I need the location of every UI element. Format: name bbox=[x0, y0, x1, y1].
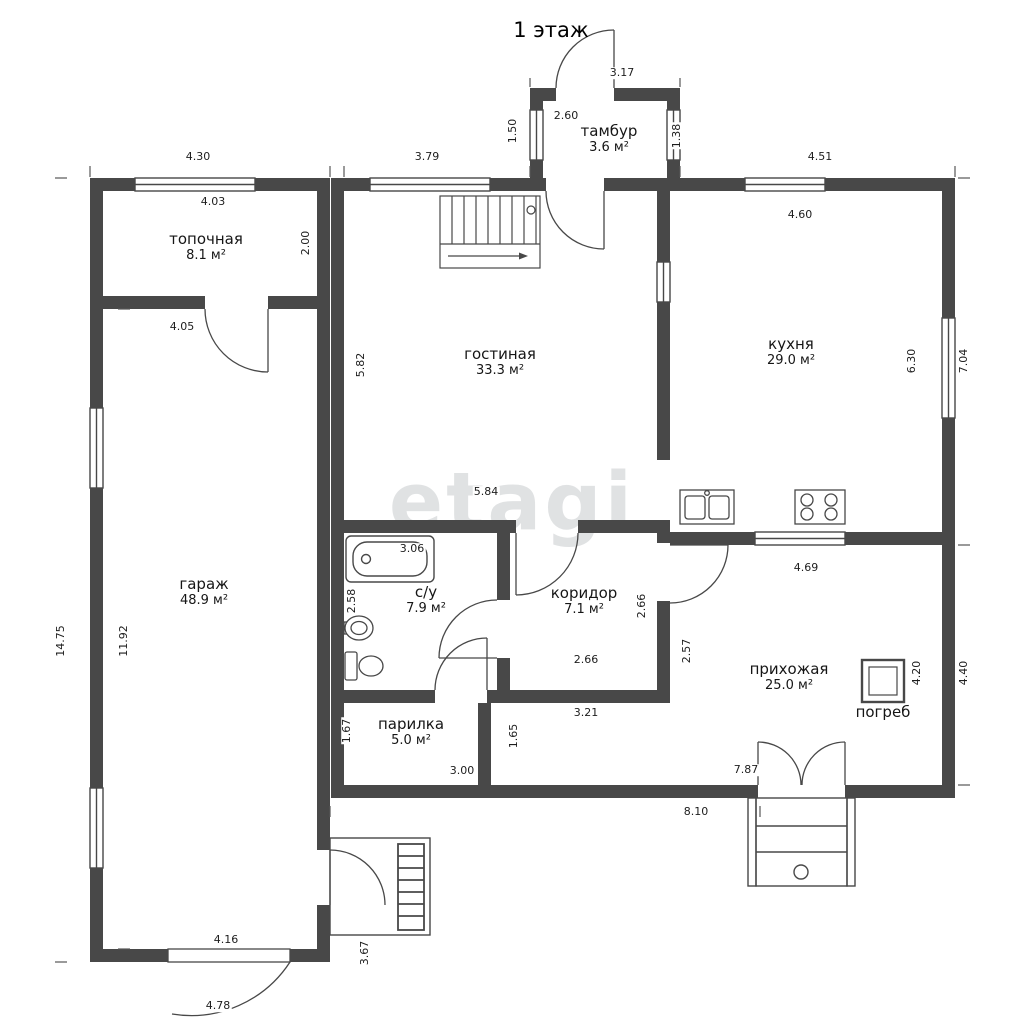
room-area: 5.0 м² bbox=[391, 733, 431, 749]
dim-gostinaya-left: 5.82 bbox=[354, 351, 368, 379]
room-area: 7.1 м² bbox=[564, 602, 604, 618]
room-name: коридор bbox=[550, 584, 618, 603]
dim-garage-left: 11.92 bbox=[117, 624, 131, 658]
kitchen-sink-icon bbox=[679, 489, 735, 525]
dim-garage-right-bottom: 3.67 bbox=[358, 939, 372, 967]
dim-gostinaya-bottom: 5.84 bbox=[472, 485, 500, 499]
room-name: с/у bbox=[414, 583, 438, 602]
stairs bbox=[439, 195, 541, 269]
room-label-garazh: гараж 48.9 м² bbox=[179, 575, 228, 609]
dim-tambur-top: 3.17 bbox=[608, 66, 636, 80]
dim-garage-door: 4.78 bbox=[204, 999, 232, 1013]
dim-garage-bottom: 4.16 bbox=[212, 933, 240, 947]
room-area: 29.0 м² bbox=[766, 353, 816, 369]
toilet-icon bbox=[344, 651, 384, 681]
dimension-ticks bbox=[55, 78, 970, 963]
dim-topochnaya-top: 4.30 bbox=[184, 150, 212, 164]
cellar-hatch-icon bbox=[860, 658, 906, 704]
room-name: прихожая bbox=[749, 660, 829, 679]
dim-kuhnya-width: 4.60 bbox=[786, 208, 814, 222]
room-name: гараж bbox=[179, 575, 229, 594]
dim-right-upper: 7.04 bbox=[957, 347, 971, 375]
dim-tambur-left: 1.50 bbox=[506, 117, 520, 145]
dim-garage-top: 4.05 bbox=[168, 320, 196, 334]
room-area: 8.1 м² bbox=[186, 248, 226, 264]
dim-kuhnya-top: 4.51 bbox=[806, 150, 834, 164]
dim-topochnaya-height: 2.00 bbox=[299, 229, 313, 257]
dim-koridor-width: 2.66 bbox=[572, 653, 600, 667]
page-title: 1 этаж bbox=[513, 18, 589, 42]
room-area: 25.0 м² bbox=[764, 678, 814, 694]
room-label-pogreb: погреб bbox=[856, 703, 911, 721]
dim-tambur-width: 2.60 bbox=[552, 109, 580, 123]
room-label-gostinaya: гостиная 33.3 м² bbox=[464, 345, 536, 379]
room-name: кухня bbox=[768, 335, 814, 354]
room-area: 48.9 м² bbox=[179, 593, 229, 609]
dim-right-lower: 4.40 bbox=[957, 659, 971, 687]
dim-parilka-bottom: 3.00 bbox=[448, 764, 476, 778]
room-name: тамбур bbox=[580, 122, 638, 141]
dim-left-total: 14.75 bbox=[54, 624, 68, 658]
room-name: парилка bbox=[377, 715, 445, 734]
room-label-su: с/у 7.9 м² bbox=[406, 583, 446, 617]
dim-su-top: 3.06 bbox=[398, 542, 426, 556]
dim-prihozhaya-right: 4.20 bbox=[910, 659, 924, 687]
room-label-kuhnya: кухня 29.0 м² bbox=[767, 335, 815, 369]
dim-bottom-total: 8.10 bbox=[682, 805, 710, 819]
room-label-tambur: тамбур 3.6 м² bbox=[581, 122, 638, 156]
dim-koridor-bottom: 3.21 bbox=[572, 706, 600, 720]
dim-koridor-height: 2.66 bbox=[635, 592, 649, 620]
room-name: гостиная bbox=[464, 345, 536, 364]
room-area: 33.3 м² bbox=[475, 363, 525, 379]
porch-steps bbox=[747, 797, 856, 887]
boiler-ladder bbox=[329, 837, 431, 936]
room-label-koridor: коридор 7.1 м² bbox=[551, 584, 618, 618]
dim-topochnaya-width: 4.03 bbox=[199, 195, 227, 209]
stove-icon bbox=[794, 489, 846, 525]
dim-tambur-right: 1.38 bbox=[670, 122, 684, 150]
dim-prihozhaya-left: 2.57 bbox=[680, 637, 694, 665]
room-area: 7.9 м² bbox=[406, 601, 446, 617]
washbasin-icon bbox=[343, 615, 374, 641]
dim-kuhnya-right: 6.30 bbox=[905, 347, 919, 375]
room-label-prihozhaya: прихожая 25.0 м² bbox=[750, 660, 829, 694]
dim-kuhnya-bottom: 4.69 bbox=[792, 561, 820, 575]
room-label-parilka: парилка 5.0 м² bbox=[378, 715, 444, 749]
room-name: погреб bbox=[855, 703, 911, 721]
room-area: 3.6 м² bbox=[589, 140, 629, 156]
dim-parilka-left: 1.67 bbox=[340, 717, 354, 745]
room-label-topochnaya: топочная 8.1 м² bbox=[169, 230, 243, 264]
window-symbols bbox=[89, 109, 956, 869]
dim-strip-height: 1.65 bbox=[507, 722, 521, 750]
room-name: топочная bbox=[169, 230, 243, 249]
dim-prihozhaya-bottom: 7.87 bbox=[732, 763, 760, 777]
dim-gostinaya-top: 3.79 bbox=[413, 150, 441, 164]
wall-segments bbox=[90, 88, 955, 962]
dim-su-left: 2.58 bbox=[345, 587, 359, 615]
